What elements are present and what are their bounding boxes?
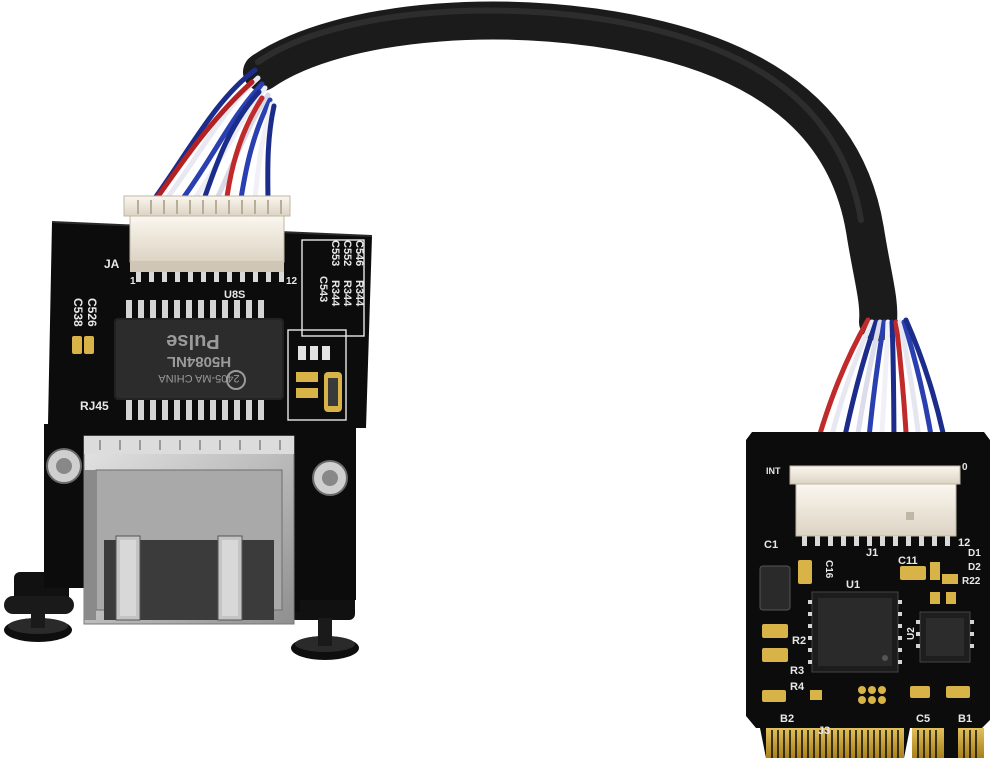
smd-components-left xyxy=(296,346,342,412)
m2-card: INT 0 J1 12 C1 C11 D1 D2 R22 U1 R2 R3 R4… xyxy=(746,432,990,758)
rj45-board: JA 1 12 U8S RJ45 C526 C538 C546 R344 C55… xyxy=(4,195,373,660)
label-ja: JA xyxy=(104,257,120,271)
label-c538: C538 xyxy=(71,298,85,327)
magnetics-model: H5084NL xyxy=(167,353,231,370)
label-right-4: C553 xyxy=(329,240,341,266)
label-c1: C1 xyxy=(764,539,778,551)
m2-gold-fingers[interactable] xyxy=(766,728,984,758)
label-right-6: C543 xyxy=(317,276,329,302)
label-d2: D2 xyxy=(968,562,981,573)
cable-wires-left xyxy=(147,67,277,208)
label-right-5: R344 xyxy=(329,280,341,307)
label-pin-1: 1 xyxy=(130,276,136,287)
label-twelve: 12 xyxy=(958,537,970,549)
label-right-3: R344 xyxy=(341,280,353,307)
label-int: INT xyxy=(766,466,781,476)
smd-components-right xyxy=(759,560,970,704)
label-zero: 0 xyxy=(962,462,968,473)
label-u2: U2 xyxy=(906,627,917,640)
magnetics-transformer: 2405-MA CHINA H5084NL Pulse xyxy=(114,300,284,420)
label-r2: R2 xyxy=(792,635,806,647)
label-c526: C526 xyxy=(85,298,99,327)
screw-left[interactable] xyxy=(46,448,82,484)
label-rj45: RJ45 xyxy=(80,399,109,413)
secondary-chip xyxy=(916,611,974,663)
label-r4: R4 xyxy=(790,681,805,693)
rj45-jack xyxy=(83,435,295,625)
label-d1: D1 xyxy=(968,548,981,559)
label-right-1: R344 xyxy=(353,280,365,307)
label-c11: C11 xyxy=(898,555,918,567)
label-c5: C5 xyxy=(916,713,930,725)
cable-jacket xyxy=(243,1,898,341)
label-u8s: U8S xyxy=(224,289,245,301)
magnetics-code: 2405-MA CHINA xyxy=(158,372,240,384)
label-j1: J1 xyxy=(866,547,878,559)
label-r22: R22 xyxy=(962,576,981,587)
pulse-logo-icon xyxy=(226,370,246,390)
label-pin-12: 12 xyxy=(286,276,298,287)
cable-connector-right xyxy=(789,465,961,546)
c526-c538-pads xyxy=(72,336,94,354)
label-c16: C16 xyxy=(823,560,834,579)
label-j3: J3 xyxy=(818,725,830,737)
label-right-0: C546 xyxy=(353,240,365,266)
label-right-2: C552 xyxy=(341,240,353,266)
label-u1: U1 xyxy=(846,579,860,591)
label-b1: B1 xyxy=(958,713,972,725)
screw-right[interactable] xyxy=(312,460,348,496)
magnetics-brand: Pulse xyxy=(166,330,219,352)
label-r3: R3 xyxy=(790,665,804,677)
cable-connector-left xyxy=(123,195,291,282)
ethernet-controller-chip xyxy=(808,591,902,673)
label-b2: B2 xyxy=(780,713,794,725)
